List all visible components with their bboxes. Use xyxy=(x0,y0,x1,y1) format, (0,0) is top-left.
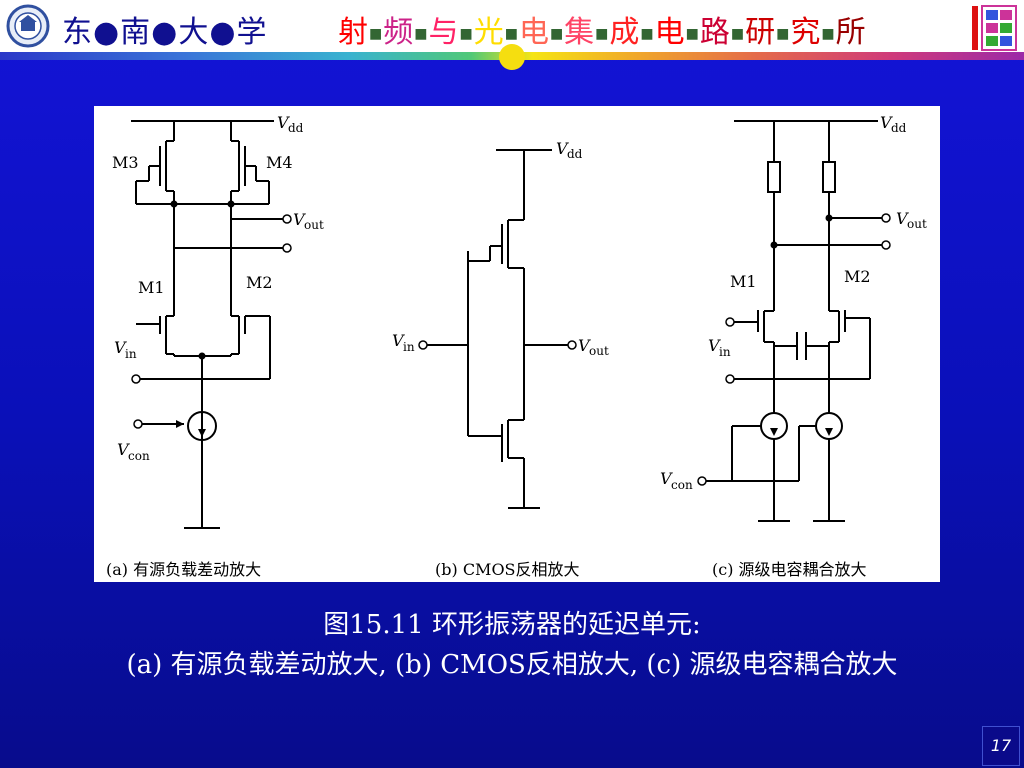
institute-char: 电 xyxy=(654,15,686,50)
label-c-m2: M2 xyxy=(844,267,871,286)
institute-char: 所 xyxy=(835,15,867,50)
label-c-vcon-sub: con xyxy=(671,478,693,492)
label-c-vin: V xyxy=(708,336,721,355)
subcaption-a: (a) 有源负载差动放大 xyxy=(106,560,262,579)
label-a-vdd: V xyxy=(277,113,290,132)
label-c-vin-sub: in xyxy=(719,345,731,359)
institute-name: 射■频■与■光■电■集■成■电■路■研■究■所 xyxy=(338,7,867,51)
label-a-vout: V xyxy=(293,210,306,229)
separator-square-icon: ■ xyxy=(640,26,655,42)
figure-caption-detail: (a) 有源负载差动放大, (b) CMOS反相放大, (c) 源级电容耦合放大 xyxy=(126,650,898,680)
separator-square-icon: ■ xyxy=(685,26,700,42)
label-m4: M4 xyxy=(266,153,293,172)
label-b-vdd: V xyxy=(556,139,569,158)
label-a-m2: M2 xyxy=(246,273,273,292)
label-m3: M3 xyxy=(112,153,139,172)
school-name: 东●南●大●学 xyxy=(62,15,268,50)
institute-char: 研 xyxy=(745,15,777,50)
label-b-vdd-sub: dd xyxy=(567,147,583,161)
separator-square-icon: ■ xyxy=(776,26,791,42)
institute-char: 究 xyxy=(790,15,822,50)
subcaption-b: (b) CMOS反相放大 xyxy=(435,560,580,579)
slide-header: 东●南●大●学 射■频■与■光■电■集■成■电■路■研■究■所 xyxy=(0,0,1024,56)
institute-char: 与 xyxy=(428,15,460,50)
label-b-vin-sub: in xyxy=(403,340,415,354)
label-a-vcon-sub: con xyxy=(128,449,150,463)
label-c-vout-sub: out xyxy=(907,217,927,231)
label-a-vout-sub: out xyxy=(304,218,324,232)
separator-square-icon: ■ xyxy=(504,26,519,42)
separator-square-icon: ■ xyxy=(549,26,565,42)
circuit-figure: V dd V out V in V con M3 M4 M1 M2 V dd V… xyxy=(94,106,940,582)
label-a-vin: V xyxy=(114,338,127,357)
separator-square-icon: ■ xyxy=(414,26,429,42)
separator-square-icon: ■ xyxy=(595,26,610,42)
institute-char: 电 xyxy=(518,15,550,50)
circuit-diagrams: V dd V out V in V con M3 M4 M1 M2 V dd V… xyxy=(112,113,927,529)
institute-char: 集 xyxy=(564,15,596,50)
institute-char: 成 xyxy=(609,15,641,50)
label-c-vdd: V xyxy=(880,113,893,132)
page-number: 17 xyxy=(982,726,1020,766)
label-b-vout: V xyxy=(578,336,591,355)
institute-char: 光 xyxy=(473,15,505,50)
figure-caption-title: 图15.11 环形振荡器的延迟单元: xyxy=(323,610,701,640)
label-b-vout-sub: out xyxy=(589,344,609,358)
label-c-vcon: V xyxy=(660,469,673,488)
label-a-vin-sub: in xyxy=(125,347,137,361)
institute-char: 频 xyxy=(383,15,415,50)
header-divider-dot xyxy=(499,44,525,70)
institute-emblem-icon xyxy=(970,4,1018,52)
university-logo-icon xyxy=(6,4,50,48)
separator-square-icon: ■ xyxy=(821,26,836,42)
label-a-vcon: V xyxy=(117,440,130,459)
separator-square-icon: ■ xyxy=(369,26,384,42)
label-c-m1: M1 xyxy=(730,272,757,291)
label-b-vin: V xyxy=(392,331,405,350)
institute-char: 路 xyxy=(699,15,731,50)
institute-char: 射 xyxy=(338,15,369,50)
subcaption-c: (c) 源级电容耦合放大 xyxy=(712,560,867,579)
label-a-m1: M1 xyxy=(138,278,165,297)
separator-square-icon: ■ xyxy=(730,26,746,42)
label-a-vdd-sub: dd xyxy=(288,121,304,135)
label-c-vout: V xyxy=(896,209,909,228)
separator-square-icon: ■ xyxy=(459,26,474,42)
label-c-vdd-sub: dd xyxy=(891,121,907,135)
